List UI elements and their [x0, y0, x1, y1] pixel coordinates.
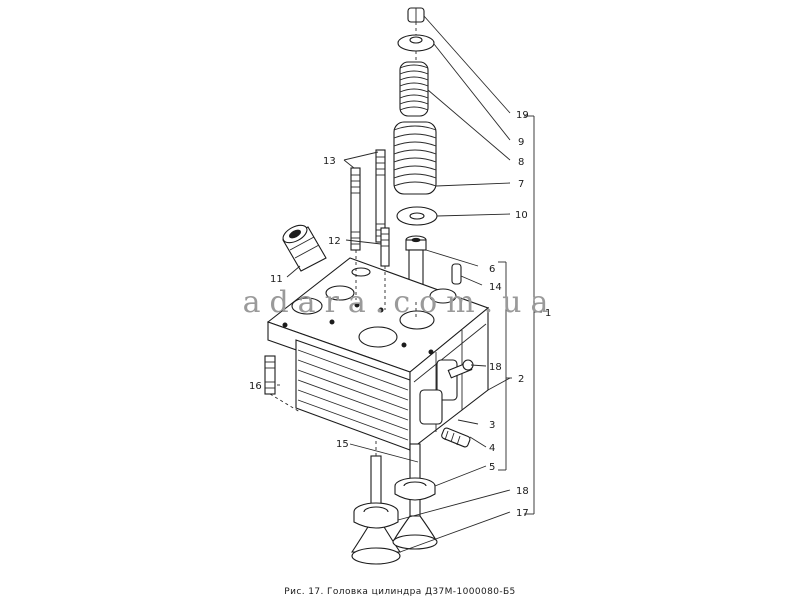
valve-keeper	[407, 7, 425, 23]
callout-1: 1	[545, 308, 551, 319]
callout-5: 5	[489, 462, 495, 473]
spring-washer	[396, 206, 438, 226]
spring-retainer	[397, 34, 435, 52]
valve-seat-ring	[353, 502, 399, 529]
callout-9: 9	[518, 137, 524, 148]
callout-3: 3	[489, 420, 495, 431]
callout-14: 14	[489, 282, 502, 293]
plug	[441, 427, 471, 448]
callout-18-lower: 18	[516, 486, 529, 497]
seat-ring-5	[394, 477, 436, 501]
callout-6: 6	[489, 264, 495, 275]
stud-left	[350, 167, 361, 251]
cylinder-head	[266, 257, 490, 452]
leader-lines	[277, 15, 542, 553]
callout-15: 15	[336, 439, 349, 450]
callout-18-upper: 18	[489, 362, 502, 373]
callout-2: 2	[518, 374, 524, 385]
callout-12: 12	[328, 236, 341, 247]
assembly-lines	[269, 22, 417, 456]
inner-valve-spring	[399, 61, 429, 117]
watermark: adara.com.ua	[243, 285, 558, 320]
callout-10: 10	[515, 210, 528, 221]
figure-caption: Рис. 17. Головка цилиндра Д37М-1000080-Б…	[284, 587, 515, 597]
callout-11: 11	[270, 274, 283, 285]
callout-16: 16	[249, 381, 262, 392]
callout-8: 8	[518, 157, 524, 168]
callout-7: 7	[518, 179, 524, 190]
callout-19: 19	[516, 110, 529, 121]
dowel-pin	[451, 263, 462, 285]
callout-4: 4	[489, 443, 495, 454]
outer-valve-spring	[393, 121, 437, 195]
stud-16	[264, 355, 276, 395]
intake-valve	[350, 455, 402, 565]
injector-sleeve	[282, 224, 327, 272]
callout-13: 13	[323, 156, 336, 167]
callout-17: 17	[516, 508, 529, 519]
short-stud	[380, 227, 390, 267]
